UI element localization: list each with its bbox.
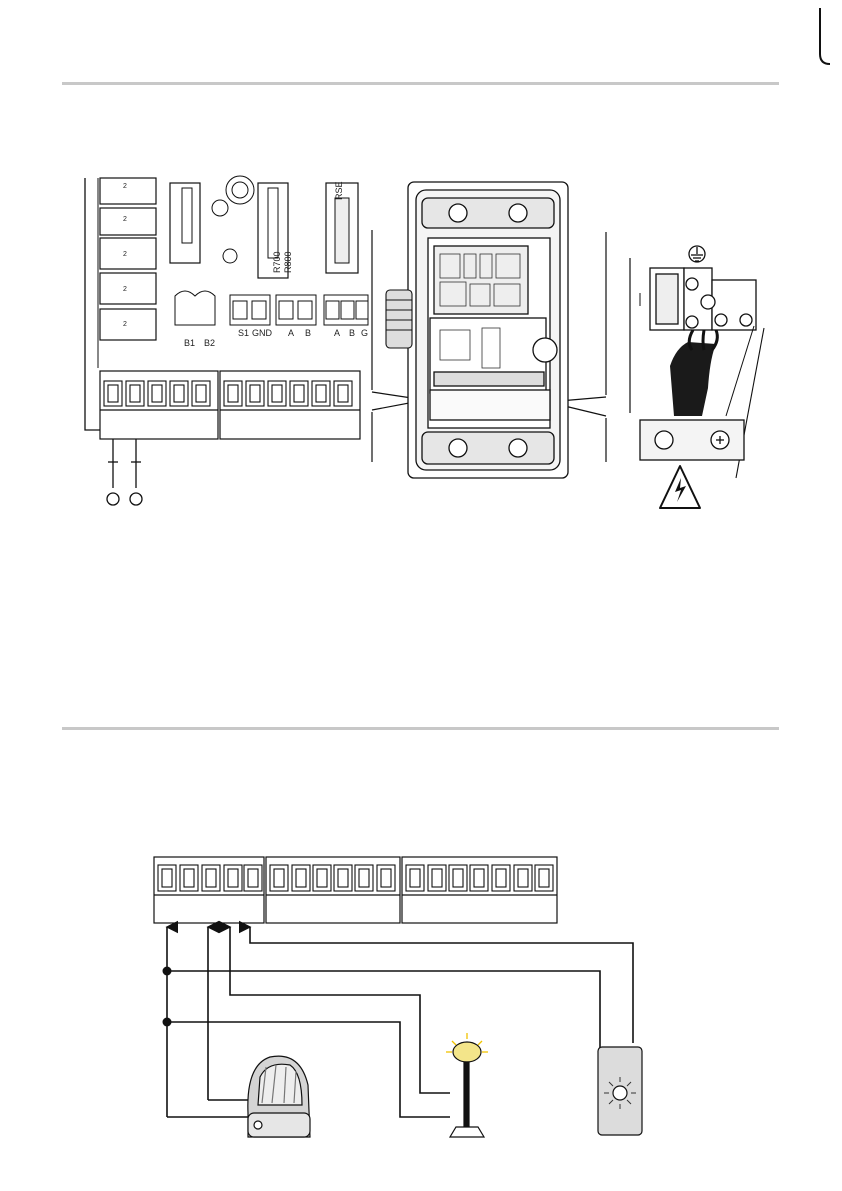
terminal-label-a1: A xyxy=(288,328,294,338)
junction-dot xyxy=(163,967,172,976)
light-switch-icon xyxy=(598,1047,642,1135)
terminal-label-b2b: B xyxy=(349,328,355,338)
svg-text:2: 2 xyxy=(123,286,127,293)
enclosure-figure xyxy=(370,180,610,480)
terminal-label-b1b: B xyxy=(305,328,311,338)
svg-text:2: 2 xyxy=(123,321,127,328)
relay-label-r700: R700 xyxy=(272,251,282,273)
cable-clamp xyxy=(640,420,744,460)
antenna-contacts xyxy=(107,439,142,505)
relay-label-r800: R800 xyxy=(283,251,293,273)
terminal-label-b2: B2 xyxy=(204,338,215,348)
blinker-lamp-icon xyxy=(248,1056,310,1137)
wires xyxy=(167,927,633,1117)
terminal-label-gnd: GND xyxy=(252,328,273,338)
terminal-block xyxy=(650,268,756,330)
relay-stack xyxy=(100,178,156,340)
mains-cable xyxy=(670,342,716,416)
ground-symbol-icon xyxy=(689,246,705,262)
chip-label-rse: RSE xyxy=(334,181,344,200)
electrical-hazard-icon xyxy=(660,466,700,508)
knob xyxy=(386,290,412,348)
terminal-label-g: G xyxy=(361,328,368,338)
svg-text:2: 2 xyxy=(123,183,127,190)
svg-text:2: 2 xyxy=(123,216,127,223)
svg-text:2: 2 xyxy=(123,251,127,258)
garden-lamp-icon xyxy=(446,1033,488,1137)
page-corner-mark xyxy=(818,8,832,66)
terminal-label-b1: B1 xyxy=(184,338,195,348)
terminal-label-s1: S1 xyxy=(238,328,249,338)
dip-switch xyxy=(226,176,254,204)
mains-terminal-figure xyxy=(618,238,778,514)
terminal-label-a2: A xyxy=(334,328,340,338)
wiring-figure xyxy=(150,855,650,1140)
section-divider-middle xyxy=(62,727,779,730)
junction-dot xyxy=(163,1018,172,1027)
board-detail-figure: 222 22 R700 R800 RSE B1 B2 S1 GND A B A … xyxy=(80,178,370,508)
section-divider-top xyxy=(62,82,779,85)
enclosure-body xyxy=(408,182,568,478)
